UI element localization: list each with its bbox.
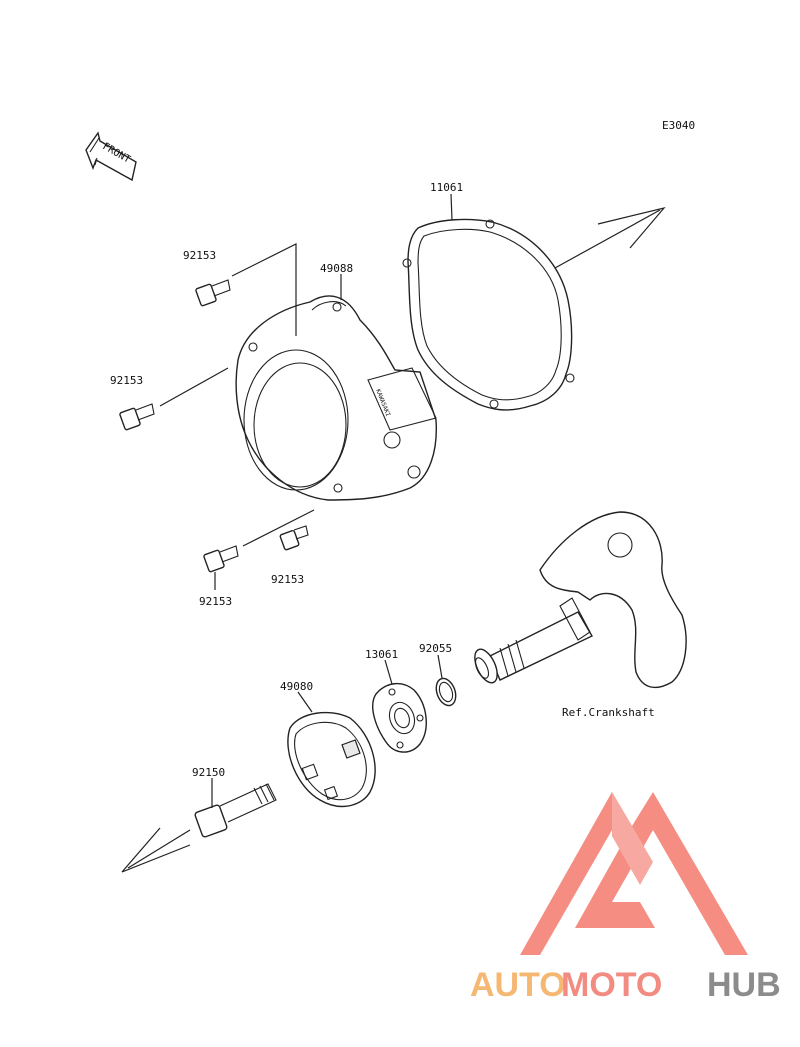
part-label-92150: 92150 [192,766,225,779]
diagram-code: E3040 [662,119,695,132]
bolt-92153-a [195,279,231,307]
part-label-92153-d: 92153 [199,595,232,608]
part-label-49080: 49080 [280,680,313,693]
crankshaft [474,511,687,689]
o-ring-92055 [435,677,457,707]
part-label-92153-a: 92153 [183,249,216,262]
bolt-92153-c [203,545,239,573]
bolt-92153-d [279,525,309,551]
bolt-92153-b [119,403,155,431]
watermark-moto: MOTO [561,966,662,1004]
ref-crankshaft-label: Ref.Crankshaft [562,706,655,719]
part-label-92153-c: 92153 [271,573,304,586]
axis-arrow-upper [554,206,666,269]
watermark-hub: HUB [707,966,781,1004]
rotor-49080 [287,711,376,808]
hub-13061 [372,683,427,753]
gasket-11061 [402,218,575,411]
watermark-auto: AUTO [470,966,566,1004]
bolt-92150 [194,783,277,838]
watermark-text: AUTO MOTO HUB [470,966,781,1004]
part-label-13061: 13061 [365,648,398,661]
cover-49088: KAWASAKI [235,295,437,501]
axis-arrow-lower [121,827,191,873]
front-arrow: FRONT [85,131,137,182]
part-label-92055: 92055 [419,642,452,655]
part-label-49088: 49088 [320,262,353,275]
part-label-11061: 11061 [430,181,463,194]
part-label-92153-b: 92153 [110,374,143,387]
watermark-logo [520,792,748,955]
